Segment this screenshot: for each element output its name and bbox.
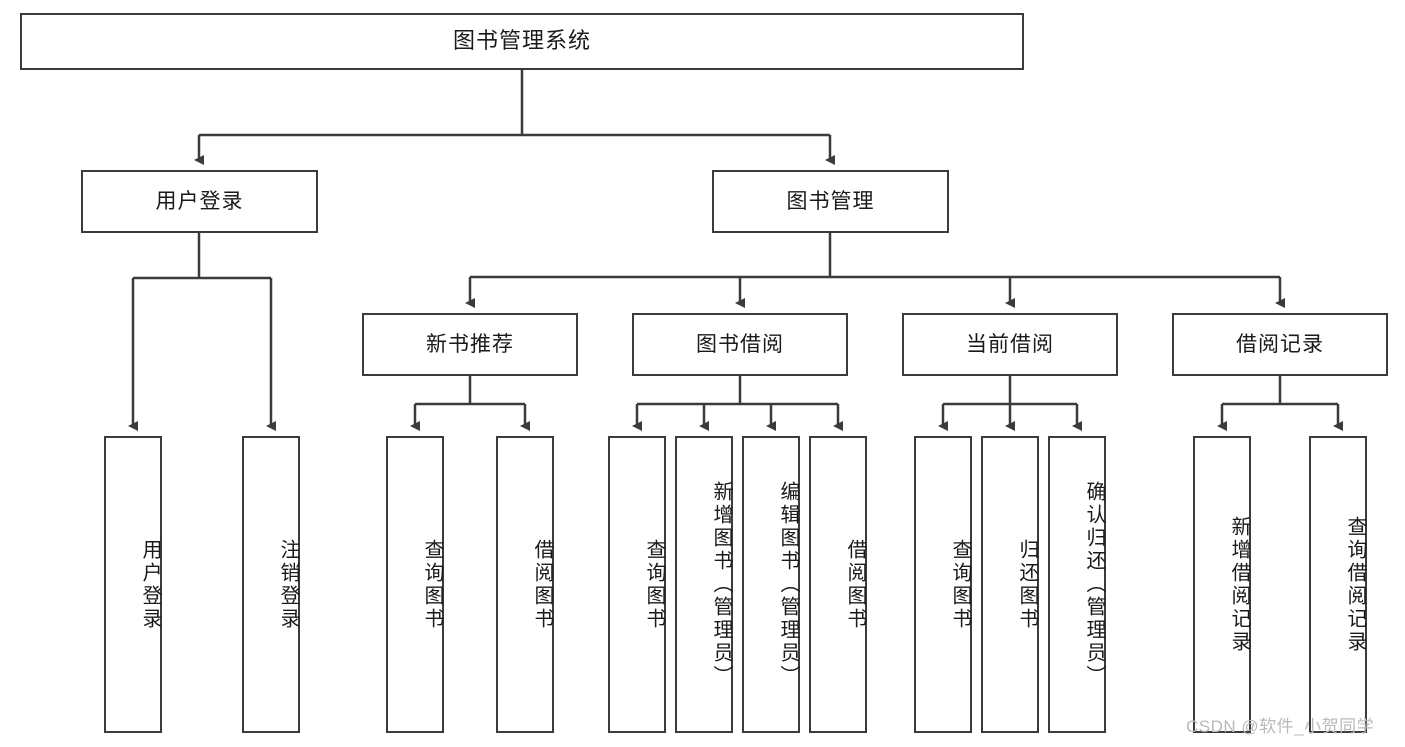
leaf-borrow-book-recommend[interactable]: 借阅图书 [496,436,554,733]
node-label: 图书管理 [786,189,875,213]
node-label: 图书借阅 [696,332,784,356]
node-book-management-system[interactable]: 图书管理系统 [20,13,1024,70]
node-label: 编辑图书（管理员） [777,481,799,688]
node-current-borrow[interactable]: 当前借阅 [902,313,1118,376]
node-label: 查询图书 [421,538,443,631]
node-label: 借阅图书 [844,538,866,631]
node-label: 图书管理系统 [452,28,591,54]
node-label: 查询图书 [949,538,971,631]
node-label: 归还图书 [1016,538,1038,631]
node-label: 新书推荐 [426,332,514,356]
watermark-text: CSDN @软件_小贺同学 [1186,717,1375,736]
leaf-add-borrow-record[interactable]: 新增借阅记录 [1193,436,1251,733]
node-user-login[interactable]: 用户登录 [81,170,318,233]
node-label: 借阅图书 [531,538,553,631]
node-book-borrow[interactable]: 图书借阅 [632,313,848,376]
node-label: 当前借阅 [966,332,1054,356]
leaf-user-login[interactable]: 用户登录 [104,436,162,733]
node-new-book-recommend[interactable]: 新书推荐 [362,313,578,376]
node-label: 用户登录 [139,538,161,631]
leaf-query-book-current[interactable]: 查询图书 [914,436,972,733]
leaf-confirm-return[interactable]: 确认归还（管理员） [1048,436,1106,733]
leaf-query-book-recommend[interactable]: 查询图书 [386,436,444,733]
leaf-query-book-borrow[interactable]: 查询图书 [608,436,666,733]
node-label: 新增借阅记录 [1228,515,1250,654]
node-label: 注销登录 [277,538,299,631]
node-label: 查询借阅记录 [1344,515,1366,654]
leaf-return-book[interactable]: 归还图书 [981,436,1039,733]
node-label: 查询图书 [643,538,665,631]
leaf-borrow-book[interactable]: 借阅图书 [809,436,867,733]
node-borrow-record[interactable]: 借阅记录 [1172,313,1388,376]
leaf-edit-book[interactable]: 编辑图书（管理员） [742,436,800,733]
node-label: 用户登录 [155,189,244,213]
node-label: 借阅记录 [1236,332,1324,356]
leaf-query-borrow-record[interactable]: 查询借阅记录 [1309,436,1367,733]
node-label: 新增图书（管理员） [710,481,732,688]
node-label: 确认归还（管理员） [1083,481,1105,688]
leaf-add-book[interactable]: 新增图书（管理员） [675,436,733,733]
leaf-logout-login[interactable]: 注销登录 [242,436,300,733]
node-book-management[interactable]: 图书管理 [712,170,949,233]
